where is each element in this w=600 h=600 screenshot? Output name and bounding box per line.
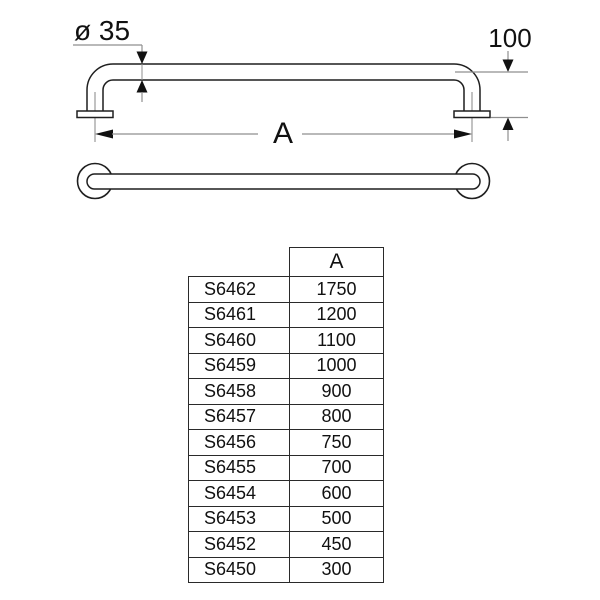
dimension-a-value: 1200	[289, 301, 384, 328]
table-row: S6455 700	[188, 454, 384, 481]
offset-arrow-up-icon	[502, 117, 514, 130]
front-view	[76, 63, 491, 142]
column-header-a: A	[289, 247, 384, 277]
offset-label: 100	[488, 23, 531, 53]
dimension-a-value: 500	[289, 505, 384, 532]
dimension-a-value: 600	[289, 480, 384, 507]
length-dimension: A	[95, 117, 472, 150]
dimension-a-value: 450	[289, 531, 384, 558]
dimension-a-value: 1000	[289, 352, 384, 379]
table-row: S6458 900	[188, 378, 384, 405]
product-code: S6455	[188, 454, 290, 481]
table-row: S6461 1200	[188, 301, 384, 328]
product-code: S6456	[188, 429, 290, 456]
length-arrow-left-icon	[95, 129, 113, 139]
product-code: S6452	[188, 531, 290, 558]
table-row: S6459 1000	[188, 352, 384, 379]
product-code: S6462	[188, 276, 290, 303]
product-code: S6460	[188, 327, 290, 354]
dimension-a-value: 900	[289, 378, 384, 405]
diameter-dimension: ø 35	[73, 15, 148, 102]
table-row: S6450 300	[188, 556, 384, 583]
offset-arrow-down-icon	[502, 59, 514, 72]
product-code: S6461	[188, 301, 290, 328]
top-view	[76, 162, 491, 200]
product-code: S6458	[188, 378, 290, 405]
technical-drawing: ø 35 100 A	[73, 15, 532, 200]
length-arrow-right-icon	[454, 129, 472, 139]
dimension-a-value: 1750	[289, 276, 384, 303]
diameter-arrow-down-icon	[136, 51, 148, 64]
tube-outer-outline	[86, 63, 481, 111]
dimension-a-value: 1100	[289, 327, 384, 354]
table-header-row: A	[189, 247, 384, 277]
dimension-a-value: 800	[289, 403, 384, 430]
diameter-label: ø 35	[74, 15, 130, 46]
dimension-a-value: 700	[289, 454, 384, 481]
dimension-a-value: 750	[289, 429, 384, 456]
length-label: A	[273, 117, 293, 150]
table-row: S6452 450	[188, 531, 384, 558]
product-code: S6453	[188, 505, 290, 532]
dimension-a-value: 300	[289, 556, 384, 583]
table-row: S6453 500	[188, 505, 384, 532]
product-code: S6450	[188, 556, 290, 583]
table-row: S6457 800	[188, 403, 384, 430]
product-code: S6454	[188, 480, 290, 507]
table-row: S6454 600	[188, 480, 384, 507]
product-code: S6457	[188, 403, 290, 430]
tube-inner-outline	[102, 79, 465, 111]
offset-dimension: 100	[455, 23, 532, 141]
bar-plan-outline	[86, 173, 481, 190]
product-code: S6459	[188, 352, 290, 379]
table-row: S6460 1100	[188, 327, 384, 354]
table-row: S6462 1750	[188, 276, 384, 303]
header-spacer-cell	[189, 248, 290, 277]
size-table: A S6462 1750 S6461 1200 S6460 1100 S6459…	[188, 247, 384, 583]
left-flange	[76, 110, 114, 119]
right-flange	[453, 110, 491, 119]
diameter-arrow-up-icon	[136, 80, 148, 93]
table-row: S6456 750	[188, 429, 384, 456]
